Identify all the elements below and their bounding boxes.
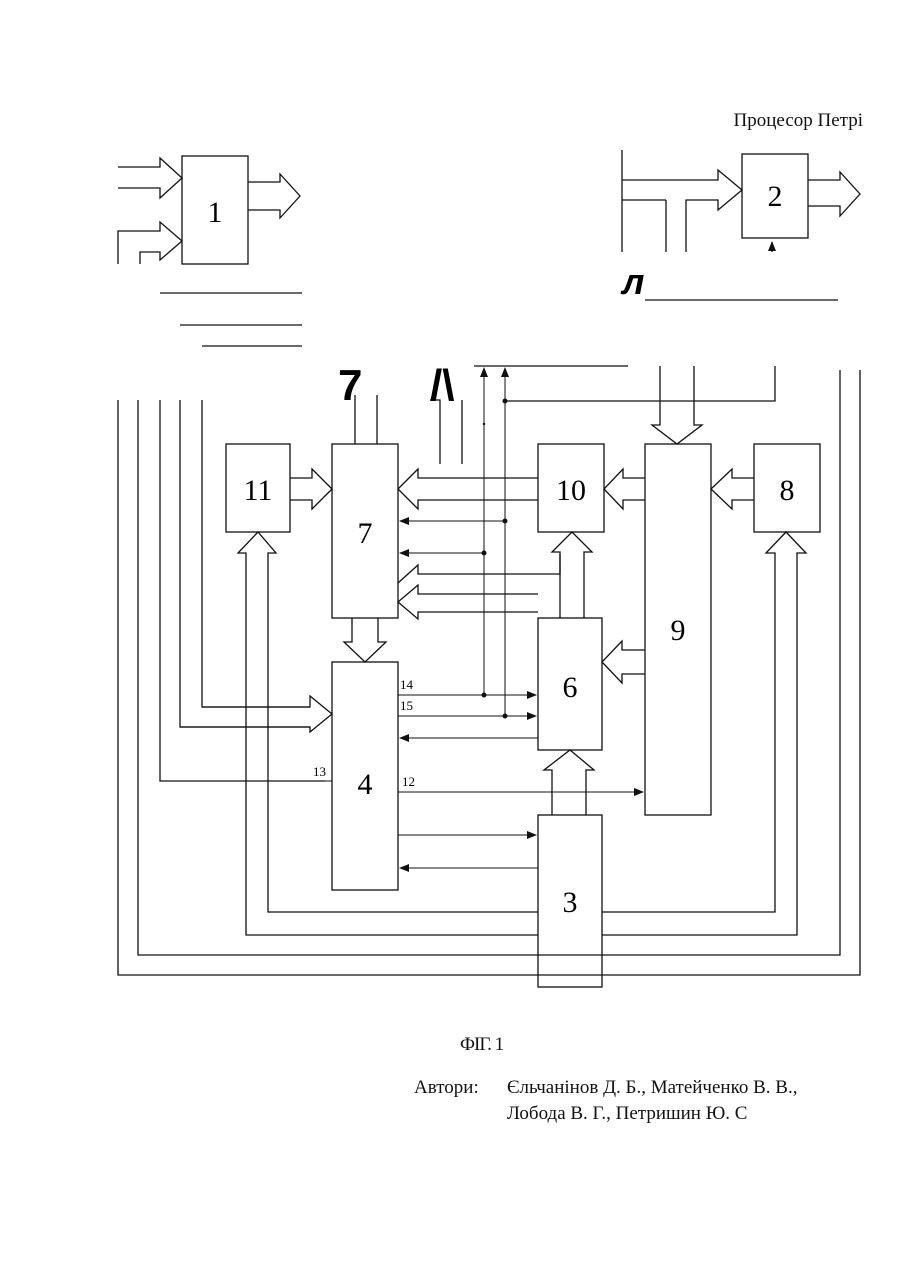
block3-to-block8-line [602,532,806,935]
bus-to-block9-arrow [652,366,702,444]
block4-input-arrow [180,696,332,732]
outer-line [160,400,325,781]
block2-output-arrow [808,172,860,216]
signal-13-label: 13 [313,764,326,779]
junction-dot [503,714,508,719]
block1-output-arrow [248,174,300,218]
artifact-lambda-glyph: /\ [430,361,454,410]
block2-input-bus [622,150,742,252]
block-10-label: 10 [556,474,586,507]
block8-to-block9-arrow [711,469,754,509]
authors-label: Автори: [414,1075,479,1101]
authors-names: Єльчанінов Д. Б., Матейченко В. В., Лобо… [507,1075,797,1127]
block10-to-block7-arrow-2 [398,554,560,583]
block3-to-block11-line [238,532,538,935]
junction-dot [503,519,508,524]
outer-line [118,370,860,975]
junction-dot [482,551,487,556]
signal-12-label: 12 [402,774,415,789]
junction-dot [483,423,485,425]
signal-14-label: 14 [400,677,414,692]
artifact-seven-glyph: 7 [338,361,362,410]
block-6-label: 6 [563,671,578,704]
block7-to-block4-arrow [344,618,386,662]
junction-dot [482,693,487,698]
artifact-el-glyph: л [620,261,644,302]
block6-to-block10-arrow [552,532,592,618]
block2-feedback-line [505,366,775,401]
outer-line [202,400,310,707]
outer-line [138,370,840,955]
figure-caption: ФІГ. 1 [460,1034,503,1056]
block-9-label: 9 [671,614,686,647]
signal-15-label: 15 [400,698,413,713]
authors-line-2: Лобода В. Г., Петришин Ю. С [507,1101,797,1127]
junction-dot [503,399,508,404]
block-11-label: 11 [244,474,273,507]
block1-input-arrow-top [118,158,182,198]
block-8-label: 8 [780,474,795,507]
authors-line-1: Єльчанінов Д. Б., Матейченко В. В., [507,1075,797,1101]
block3-to-block6-arrow [544,750,594,815]
block6-to-block7-arrow [398,585,538,619]
block-4-label: 4 [358,768,373,801]
block-2-label: 2 [768,180,783,213]
block9-to-block6-arrow [602,641,645,683]
block-3-label: 3 [563,886,578,919]
block9-to-block10-arrow [604,469,645,509]
block-7-label: 7 [358,517,373,550]
block-1-label: 1 [208,196,223,229]
block11-to-block7-arrow [290,469,332,509]
block1-input-arrow-bottom [118,222,182,264]
block10-to-block7-arrow [398,469,538,509]
